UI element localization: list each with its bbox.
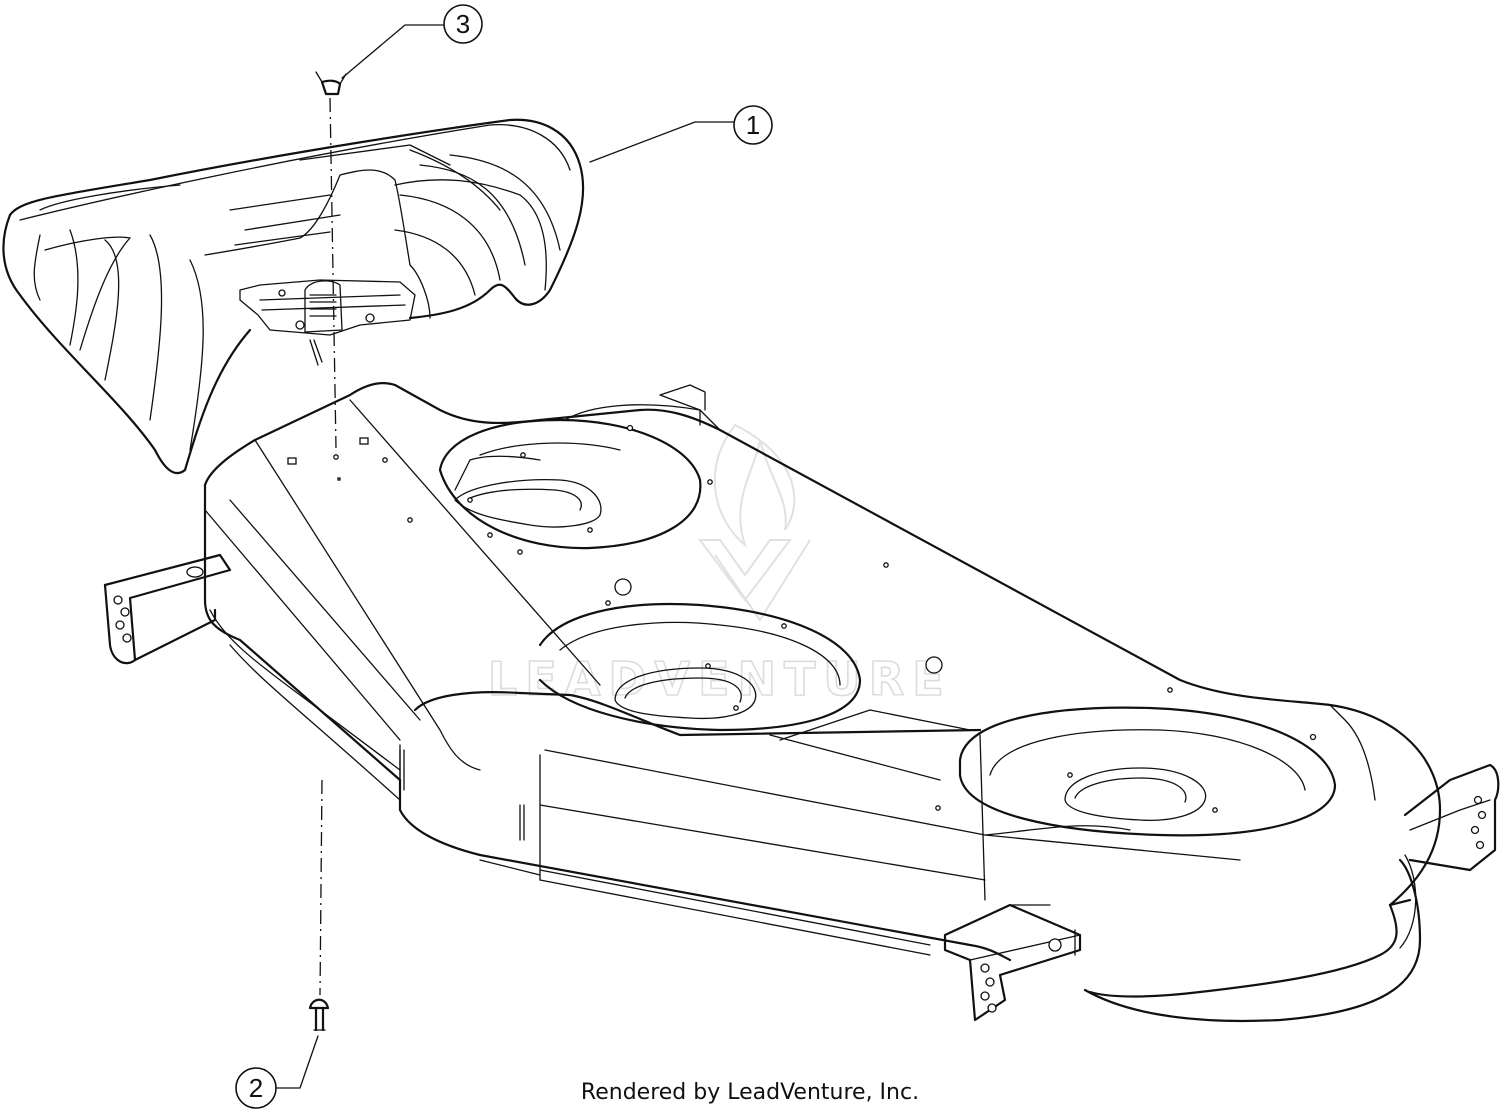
callout-2-label: 2 [249, 1073, 263, 1103]
render-credit: Rendered by LeadVenture, Inc. [580, 1080, 920, 1105]
callout-3-label: 3 [456, 9, 470, 39]
deck-mounting-holes [287, 424, 1317, 813]
assembly-centerline [319, 97, 337, 996]
mower-deck [203, 381, 1442, 1023]
leadventure-watermark: LEADVENTURE [487, 423, 944, 707]
wing-nut [315, 71, 347, 96]
callout-2[interactable]: 2 [235, 1035, 319, 1109]
front-left-hanger-bracket [103, 553, 232, 665]
callout-3[interactable]: 3 [341, 4, 483, 79]
carriage-bolt [308, 998, 330, 1032]
callout-1-label: 1 [746, 110, 760, 140]
rear-right-hanger-arm [1403, 763, 1500, 872]
front-right-hanger-bracket [943, 903, 1082, 1022]
callout-1[interactable]: 1 [589, 105, 773, 163]
discharge-cover [2, 118, 585, 475]
